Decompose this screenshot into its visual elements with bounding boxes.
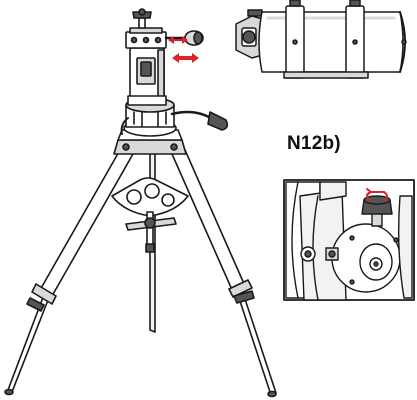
tripod-head-bolt-r <box>170 143 178 151</box>
tube-ring-right-screw <box>352 39 358 45</box>
tube-focuser-top <box>247 9 263 17</box>
rotate-arrow-arc-right <box>383 191 388 201</box>
tray-bolt-end <box>145 243 155 253</box>
tripod-leg-right-clamp-knob <box>233 290 255 304</box>
mount-body-shade <box>157 49 165 103</box>
rotate-arrow-icon <box>366 188 388 201</box>
slow-motion-cable-left <box>120 117 129 135</box>
inset-small-screw <box>328 250 336 258</box>
tray-hole-1 <box>126 189 142 205</box>
tripod-leg-left-clamp-knob <box>26 297 45 312</box>
tripod-leg-left-upper <box>39 149 134 297</box>
inset-screw-inner <box>304 250 312 258</box>
tripod-foot-left <box>4 388 14 396</box>
inset-right-part <box>397 195 413 299</box>
tripod-leg-right-upper <box>171 149 246 293</box>
saddle-top <box>129 27 163 34</box>
inset-ring-edge <box>312 195 319 301</box>
saddle-knob-stem <box>138 17 146 29</box>
saddle-screw-2 <box>142 36 150 44</box>
mount-body-base <box>127 95 167 106</box>
inset-mount-bolt-1 <box>349 235 355 241</box>
inset-mount-hub-dot <box>373 261 379 267</box>
tripod-leg-right-clamp <box>228 279 253 298</box>
saddle-screw-3 <box>154 36 162 44</box>
slow-motion-cable-knob <box>207 111 229 131</box>
detail-inset-illustration <box>283 179 415 301</box>
double-arrow-upper <box>168 36 188 44</box>
tube-focuser-knob <box>242 30 256 44</box>
tray-hole-3 <box>161 193 175 207</box>
inset-knob-top <box>363 195 391 205</box>
double-arrow-icon <box>168 36 199 63</box>
tripod-leg-right-lower <box>236 289 277 396</box>
rotate-arrow-head <box>366 188 372 196</box>
inset-tube-left-curve <box>291 181 299 299</box>
inset-mount-bolt-3 <box>393 237 399 243</box>
tripod-head-bolt-l <box>122 143 130 151</box>
tube-body <box>258 11 404 73</box>
tripod-mount-illustration <box>4 8 277 398</box>
tripod-leg-left-clamp <box>31 283 57 305</box>
mount-base-ribs <box>133 111 167 127</box>
inset-top-part <box>319 181 347 201</box>
saddle-screw-1 <box>130 36 138 44</box>
side-knob-face <box>193 31 203 45</box>
inset-mount-bolt-2 <box>349 279 355 285</box>
tripod-foot-right <box>267 390 277 398</box>
slow-motion-cable <box>170 110 216 122</box>
telescope-tube-illustration <box>235 0 407 79</box>
tube-ring-right-top <box>349 0 361 7</box>
tube-ring-left-screw <box>292 39 298 45</box>
tube-dovetail <box>283 71 369 79</box>
tray-knob-hub <box>144 217 156 229</box>
saddle-knob-cap <box>138 8 146 16</box>
tube-front-screw <box>401 39 407 45</box>
tube-ring-left-top <box>289 0 301 7</box>
step-label: N12b) <box>287 133 341 154</box>
mount-body-slot <box>140 61 152 77</box>
tray-hole-2 <box>144 183 160 199</box>
double-arrow-lower <box>172 53 199 63</box>
